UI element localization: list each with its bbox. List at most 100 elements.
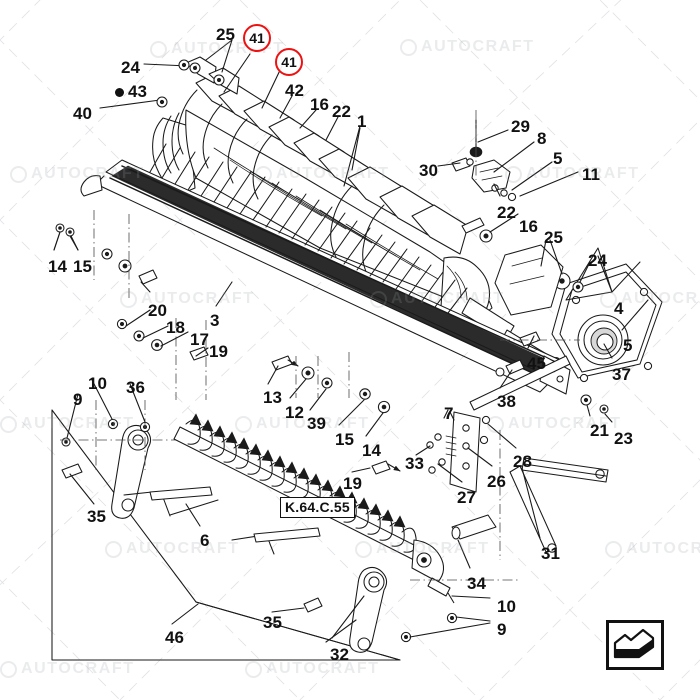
- callout-number: 10: [497, 597, 516, 616]
- watermark-ring-icon: [150, 40, 167, 58]
- watermark-ring-icon: [370, 290, 387, 308]
- callout-number: 1: [357, 112, 367, 131]
- watermark-text: AUTOCRAFT: [421, 38, 535, 55]
- callout-number: 5: [553, 149, 563, 168]
- callout-number: 37: [612, 365, 631, 384]
- callout-number: 29: [511, 117, 530, 136]
- watermark: AUTOCRAFT: [370, 290, 505, 308]
- watermark: AUTOCRAFT: [105, 540, 240, 558]
- callout-number: 19: [209, 342, 228, 361]
- callout-number: 22: [497, 203, 516, 222]
- watermark-ring-icon: [0, 415, 17, 433]
- highlighted-callout: 41: [275, 48, 303, 76]
- callout-number: 13: [263, 388, 282, 407]
- callout-number: 38: [497, 392, 516, 411]
- watermark: AUTOCRAFT: [605, 540, 700, 558]
- callout-number: 42: [285, 81, 304, 100]
- watermark: AUTOCRAFT: [120, 290, 255, 308]
- callout-number: 28: [513, 452, 532, 471]
- highlighted-callout: 41: [243, 24, 271, 52]
- callout-number: 34: [467, 574, 486, 593]
- callout-number: 12: [285, 403, 304, 422]
- callout-number: 8: [537, 129, 547, 148]
- callout-number: 30: [419, 161, 438, 180]
- watermark: AUTOCRAFT: [255, 165, 390, 183]
- watermark: AUTOCRAFT: [600, 290, 700, 308]
- callout-number: 15: [335, 430, 354, 449]
- callout-number: 10: [88, 374, 107, 393]
- callout-number: 17: [190, 330, 209, 349]
- upper-drum-assembly: [152, 56, 562, 370]
- callout-number: 6: [200, 531, 210, 550]
- watermark-text: AUTOCRAFT: [126, 540, 240, 557]
- callout-number: 16: [310, 95, 329, 114]
- upper-right-hardware: [451, 110, 584, 316]
- watermark-ring-icon: [0, 660, 17, 678]
- item-43-hardware: [156, 59, 197, 108]
- callout-number: 20: [148, 301, 167, 320]
- callout-number: 23: [614, 429, 633, 448]
- callout-number: 32: [330, 645, 349, 664]
- callout-number: 35: [87, 507, 106, 526]
- watermark-ring-icon: [487, 415, 504, 433]
- watermark: AUTOCRAFT: [0, 660, 135, 678]
- callout-number: 15: [73, 257, 92, 276]
- watermark-ring-icon: [245, 660, 262, 678]
- callout-number: 7: [444, 404, 454, 423]
- watermark-text: AUTOCRAFT: [256, 415, 370, 432]
- watermark-ring-icon: [355, 540, 372, 558]
- watermark-ring-icon: [105, 540, 122, 558]
- callout-number: 9: [497, 620, 507, 639]
- callout-number: 5: [623, 336, 633, 355]
- callout-number: 26: [487, 472, 506, 491]
- watermark-ring-icon: [120, 290, 137, 308]
- callout-number: 11: [582, 165, 600, 184]
- callout-number: 36: [126, 378, 145, 397]
- watermark-text: AUTOCRAFT: [31, 165, 145, 182]
- watermark-ring-icon: [600, 290, 617, 308]
- left-fastener-group: [53, 210, 209, 400]
- callout-number: 40: [73, 104, 92, 123]
- highlighted-callout-label: 41: [281, 54, 297, 70]
- callout-number: 33: [405, 454, 424, 473]
- watermark-ring-icon: [10, 165, 27, 183]
- watermark: AUTOCRAFT: [355, 540, 490, 558]
- callout-number: 25: [544, 228, 563, 247]
- middle-fastener-group: [271, 352, 401, 475]
- watermark-ring-icon: [255, 165, 272, 183]
- callout-number: 4: [614, 299, 624, 318]
- callout-number: 19: [343, 474, 362, 493]
- highlighted-callout-label: 41: [249, 30, 265, 46]
- watermark-text: AUTOCRAFT: [508, 415, 622, 432]
- watermark: AUTOCRAFT: [487, 415, 622, 433]
- callout-number: 39: [307, 414, 326, 433]
- bullet-marker: [115, 88, 124, 97]
- conveyor-slat-bed: [80, 143, 571, 395]
- callout-number: 9: [73, 390, 83, 409]
- watermark-text: AUTOCRAFT: [626, 540, 700, 557]
- callout-number: 14: [48, 257, 67, 276]
- callout-number: 16: [519, 217, 538, 236]
- watermark-ring-icon: [400, 38, 417, 56]
- lower-auger-assembly: [173, 413, 451, 653]
- callout-number: 31: [541, 544, 560, 563]
- callout-number: 3: [210, 311, 220, 330]
- callout-number: 22: [332, 102, 351, 121]
- watermark: AUTOCRAFT: [400, 38, 535, 56]
- callout-number: 27: [457, 488, 476, 507]
- lower-left-arm-assembly: [51, 400, 401, 661]
- callout-number: 43: [128, 82, 147, 101]
- watermark-text: AUTOCRAFT: [621, 290, 700, 307]
- part-number-label: K.64.C.55: [280, 497, 355, 518]
- watermark-ring-icon: [505, 165, 522, 183]
- callout-number: 21: [590, 421, 609, 440]
- watermark-text: AUTOCRAFT: [21, 415, 135, 432]
- watermark-text: AUTOCRAFT: [391, 290, 505, 307]
- callout-number: 46: [165, 628, 184, 647]
- center-bracket-plate: [426, 331, 580, 493]
- callout-number: 18: [166, 318, 185, 337]
- callout-number: 45: [527, 354, 546, 373]
- bearing-flange-assembly: [551, 247, 663, 414]
